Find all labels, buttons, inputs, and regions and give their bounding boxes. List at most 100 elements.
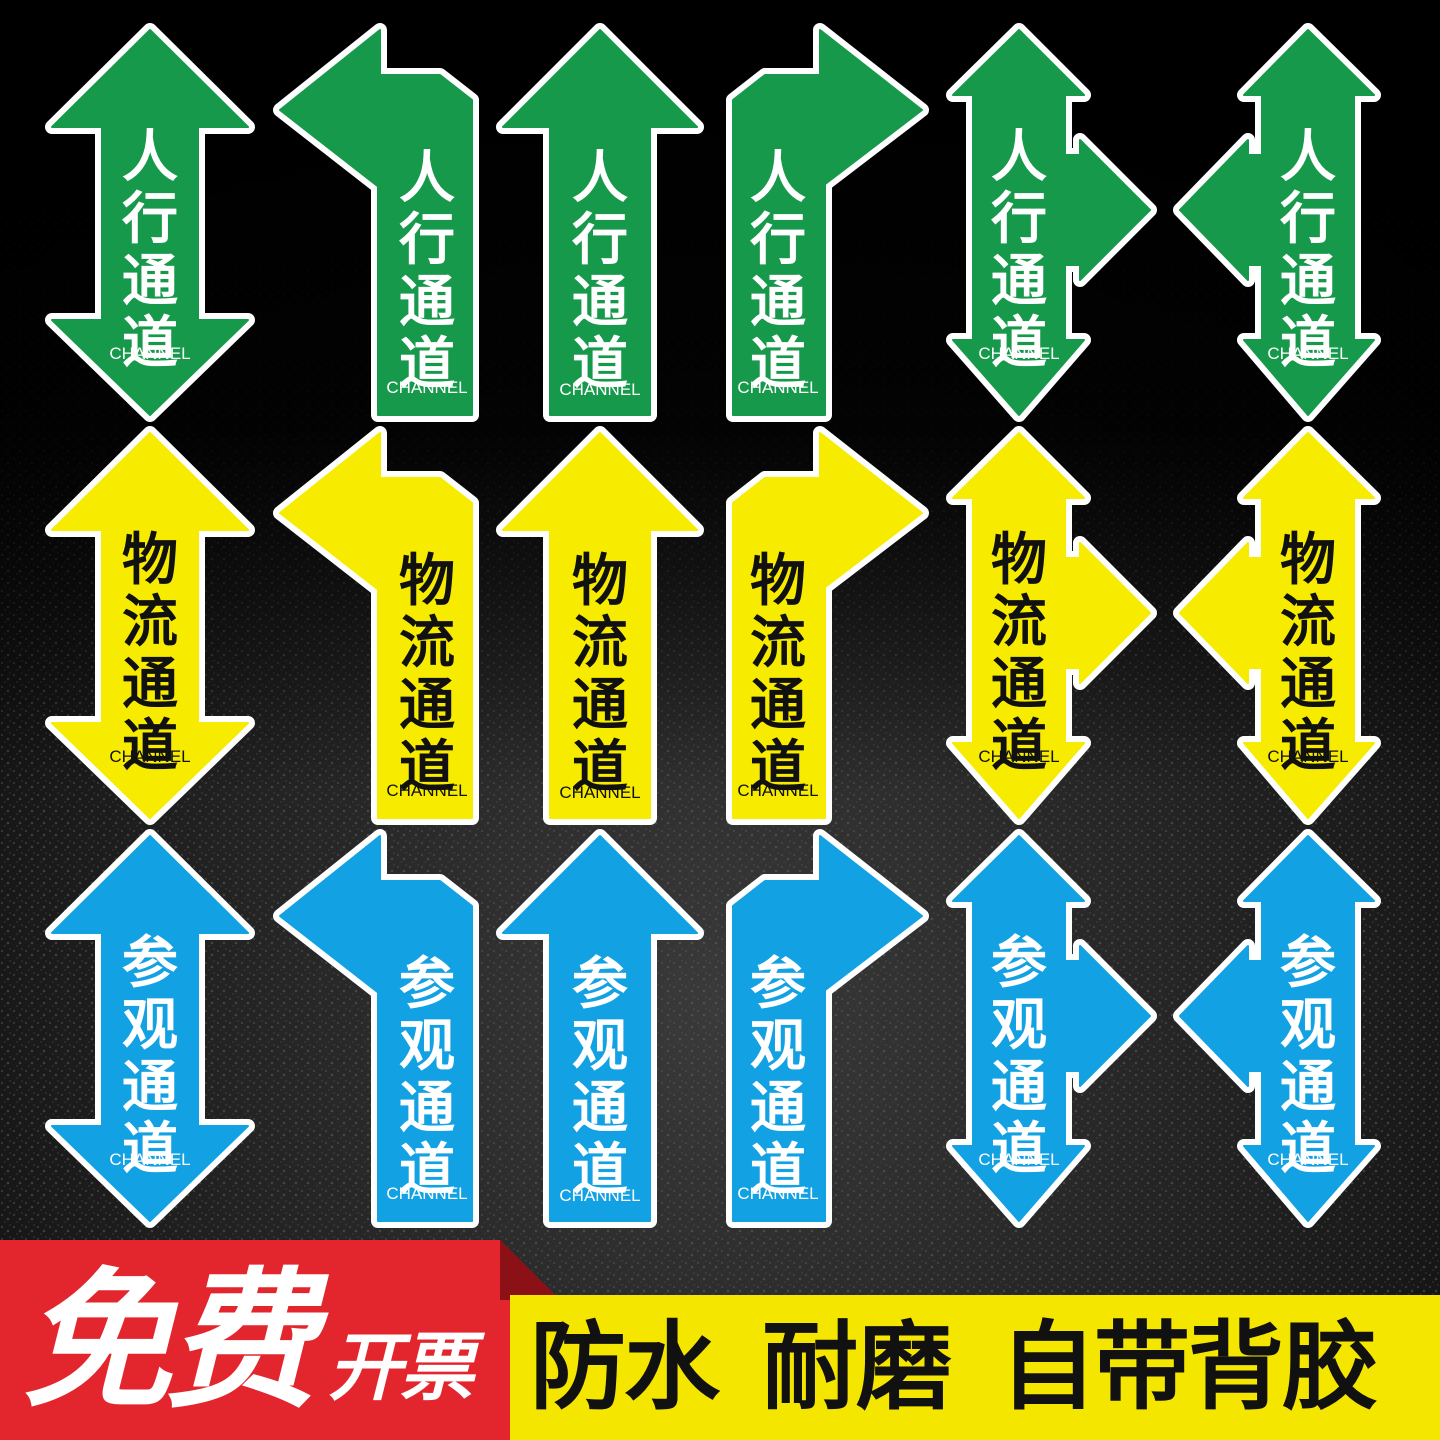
sticker-title-char: 观: [572, 1014, 628, 1079]
sticker-title-char: 物: [1280, 528, 1336, 593]
sticker-fill: [279, 432, 473, 819]
sticker-title-char: 物: [572, 549, 628, 614]
sticker-channel-label: CHANNEL: [386, 1184, 467, 1203]
sticker-title-char: 通: [572, 673, 628, 738]
sticker-channel-label: CHANNEL: [737, 781, 818, 800]
sticker-title-char: 观: [122, 993, 178, 1058]
sticker-channel-label: CHANNEL: [386, 781, 467, 800]
sticker-title-char: 参: [1280, 931, 1336, 996]
sticker-title-char: 道: [991, 1117, 1047, 1182]
sticker-title-char: 参: [991, 931, 1047, 996]
sticker-title-char: 人: [1280, 125, 1336, 190]
sticker-fill: [732, 29, 923, 416]
sticker-title-char: 道: [572, 1138, 628, 1203]
sticker-channel-label: CHANNEL: [978, 1150, 1059, 1169]
sticker-fill: [952, 835, 1151, 1222]
sticker-channel-label: CHANNEL: [1267, 747, 1348, 766]
sticker-fill: [51, 835, 249, 1222]
sticker-title-char: 道: [399, 1138, 455, 1203]
sticker-title-char: 流: [991, 590, 1047, 655]
sticker-fill: [51, 432, 249, 819]
sticker-title-char: 行: [399, 208, 455, 273]
sticker-channel-label: CHANNEL: [978, 747, 1059, 766]
arrow-stickers: 人行通道CHANNEL人行通道CHANNEL人行通道CHANNEL人行通道CHA…: [45, 23, 1381, 1228]
sticker-fill: [502, 432, 698, 819]
sticker-title-char: 流: [572, 611, 628, 676]
sticker-title-char: 观: [750, 1014, 806, 1079]
sticker-title-char: 通: [750, 673, 806, 738]
sticker-title-char: 通: [399, 1076, 455, 1141]
sticker-title-char: 参: [572, 952, 628, 1017]
sticker-channel-label: CHANNEL: [109, 747, 190, 766]
sticker-title-char: 通: [1280, 249, 1336, 314]
sticker-fill: [952, 432, 1151, 819]
yellow-banner: [510, 1295, 1440, 1440]
sticker-fill: [732, 432, 923, 819]
sticker-title-char: 通: [991, 652, 1047, 717]
sticker-title-char: 道: [1280, 714, 1336, 779]
sticker-fill: [952, 29, 1151, 416]
sticker-title-char: 道: [122, 1117, 178, 1182]
sticker-title-char: 参: [399, 952, 455, 1017]
sticker-channel-label: CHANNEL: [386, 378, 467, 397]
feature-self-adhesive: 自带背胶: [1000, 1311, 1378, 1423]
sticker-title-char: 道: [1280, 1117, 1336, 1182]
sticker-title-char: 通: [991, 249, 1047, 314]
sticker-title-char: 通: [122, 652, 178, 717]
sticker-title-char: 行: [572, 208, 628, 273]
sticker-title-char: 通: [750, 1076, 806, 1141]
sticker-channel-label: CHANNEL: [109, 1150, 190, 1169]
sticker-fill: [51, 29, 249, 416]
sticker-fill: [502, 835, 698, 1222]
sticker-fill: [1179, 835, 1375, 1222]
sticker-title-char: 物: [399, 549, 455, 614]
sticker-title-char: 通: [991, 1055, 1047, 1120]
red-banner: [0, 1240, 560, 1440]
sticker-title-char: 道: [399, 735, 455, 800]
sticker-title-char: 参: [750, 952, 806, 1017]
sticker-title-char: 人: [991, 125, 1047, 190]
sticker-title-char: 流: [122, 590, 178, 655]
sticker-title-char: 通: [122, 249, 178, 314]
free-invoice-big-text: 免费: [22, 1255, 316, 1429]
sticker-title-char: 道: [1280, 311, 1336, 376]
sticker-title-char: 流: [1280, 590, 1336, 655]
sticker-title-char: 通: [399, 270, 455, 335]
sticker-title-char: 通: [1280, 1055, 1336, 1120]
sticker-title-char: 人: [750, 146, 806, 211]
sticker-fill: [279, 835, 473, 1222]
sticker-title-char: 流: [399, 611, 455, 676]
sticker-title-char: 行: [1280, 187, 1336, 252]
sticker-title-char: 物: [122, 528, 178, 593]
sticker-title-char: 人: [572, 146, 628, 211]
sticker-channel-label: CHANNEL: [559, 783, 640, 802]
sticker-title-char: 道: [572, 735, 628, 800]
sticker-channel-label: CHANNEL: [559, 380, 640, 399]
sticker-title-char: 通: [122, 1055, 178, 1120]
sticker-title-char: 物: [991, 528, 1047, 593]
sticker-fill: [279, 29, 473, 416]
sticker-title-char: 道: [399, 332, 455, 397]
sticker-fill: [732, 835, 923, 1222]
sticker-title-char: 行: [991, 187, 1047, 252]
sticker-channel-label: CHANNEL: [1267, 344, 1348, 363]
sticker-title-char: 行: [122, 187, 178, 252]
free-invoice-small-text: 开票: [328, 1325, 474, 1411]
sticker-channel-label: CHANNEL: [737, 1184, 818, 1203]
sticker-title-char: 道: [750, 332, 806, 397]
sticker-title-char: 道: [572, 332, 628, 397]
sticker-title-char: 道: [991, 714, 1047, 779]
